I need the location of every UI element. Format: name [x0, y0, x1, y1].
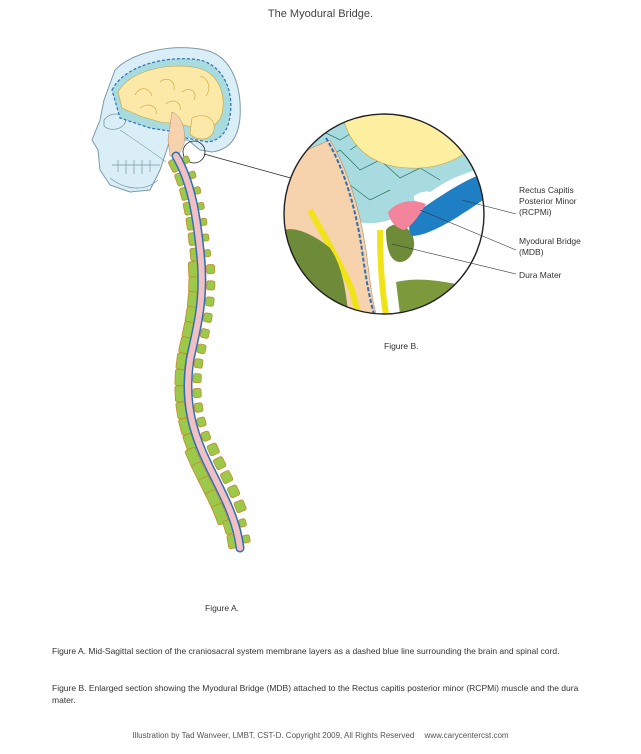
vertebra-body	[188, 276, 199, 294]
cerebellum	[189, 115, 215, 140]
brain-gyri	[134, 75, 210, 115]
mdb-label-line1: Myodural Bridge	[519, 236, 581, 246]
vertebra-body	[174, 368, 185, 387]
rcpmi-label-line1: Rectus Capitis	[519, 185, 574, 195]
skull-figure	[91, 47, 241, 193]
vertebra-process	[193, 402, 204, 413]
myodural-bridge	[388, 201, 426, 230]
magnification-circle	[182, 140, 206, 164]
vertebra-body	[174, 385, 185, 403]
vertebra-process	[193, 358, 204, 369]
vertebra-body	[187, 261, 199, 279]
footer: Illustration by Tad Wanveer, LMBT, CST-D…	[0, 731, 641, 740]
occipital-bone-b	[386, 224, 415, 262]
vertebra-process	[206, 442, 220, 457]
footer-url[interactable]: www.carycentercst.com	[424, 731, 509, 740]
vertebra-process	[227, 484, 241, 499]
vertebra-process	[192, 373, 202, 384]
mdb-white	[414, 191, 436, 203]
dura-yellow-b	[307, 208, 361, 314]
vertebrae	[168, 155, 251, 550]
membrane-b	[325, 137, 375, 314]
magnify-arrow	[203, 153, 299, 181]
dura-label: Dura Mater	[519, 270, 562, 280]
vertebra-process	[192, 387, 202, 398]
dura-leader	[391, 243, 517, 275]
skull-vertical-dura	[119, 129, 167, 163]
caption-figure-b: Figure B. Enlarged section showing the M…	[52, 683, 579, 705]
skull-teeth	[112, 160, 160, 174]
vertebra-process	[196, 343, 207, 355]
page-title: The Myodural Bridge.	[267, 8, 374, 20]
vertebra-process	[233, 499, 247, 514]
rcpmi-muscle	[409, 172, 484, 236]
rcpmi-leader	[461, 199, 517, 215]
vertebra-process	[220, 470, 234, 484]
figure-b-enlarged	[283, 113, 517, 315]
vertebra-process	[203, 312, 213, 323]
vertebra-process	[206, 280, 216, 291]
vertebra-process	[213, 456, 227, 470]
figure-b-label: Figure B.	[384, 341, 419, 351]
dura-yellow-b2	[377, 229, 389, 314]
vertebra-process	[200, 328, 210, 339]
spine-figure	[168, 151, 251, 553]
vertebra-process	[196, 416, 207, 428]
mdb-leader	[419, 209, 517, 251]
footer-credit: Illustration by Tad Wanveer, LMBT, CST-D…	[132, 731, 415, 740]
mdb-label: Myodural Bridge (MDB)	[519, 236, 581, 258]
caption-figure-a: Figure A. Mid-Sagittal section of the cr…	[52, 646, 560, 656]
skull-jaw	[109, 177, 159, 189]
figure-a-label: Figure A.	[205, 603, 240, 613]
mdb-label-line2: (MDB)	[519, 247, 544, 257]
vertebra-process	[205, 296, 215, 307]
rcpmi-label-line3: (RCPMi)	[519, 207, 552, 217]
spinal-cord	[173, 153, 243, 551]
rcpmi-label: Rectus Capitis Posterior Minor (RCPMi)	[519, 185, 577, 218]
figure-b-circle	[283, 113, 485, 315]
vertebra-process	[200, 430, 212, 442]
rcpmi-label-line2: Posterior Minor	[519, 196, 577, 206]
vertebra-process	[206, 264, 216, 275]
